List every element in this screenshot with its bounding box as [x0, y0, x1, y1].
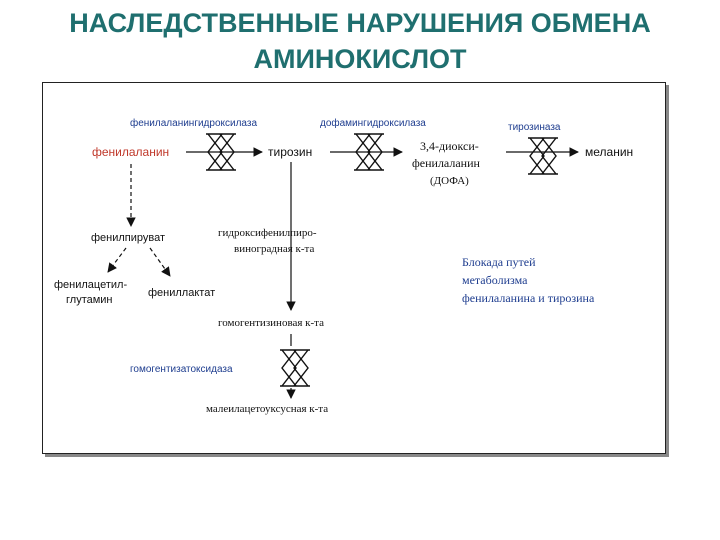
block-symbol-pah [206, 133, 236, 171]
compound-dopa-line1: 3,4-диокси- [420, 139, 479, 153]
compound-dopa-line3: (ДОФА) [430, 175, 469, 187]
note-line1: Блокада путей [462, 255, 536, 269]
diagram-frame [42, 82, 666, 454]
block-symbol-dopa-hydroxylase [354, 133, 384, 171]
compound-phenylalanine: фенилаланин [92, 145, 169, 159]
enzyme-label-hga-oxidase: гомогентизатоксидаза [130, 364, 233, 375]
compound-phenylacetylglutamine-line2: глутамин [66, 294, 113, 306]
page-title-line-2: АМИНОКИСЛОТ [253, 44, 467, 74]
compound-maleylacetoacetic: малеилацетоуксусная к-та [206, 403, 328, 415]
note-line2: метаболизма [462, 273, 528, 287]
block-symbol-hga-oxidase [280, 349, 310, 387]
enzyme-label-tyrosinase: тирозиназа [508, 122, 561, 133]
page-title-line-1: НАСЛЕДСТВЕННЫЕ НАРУШЕНИЯ ОБМЕНА [69, 8, 651, 38]
arrow-phenylpyruvate-to-phenyllactate [149, 247, 171, 277]
compound-phenylpyruvate: фенилпируват [91, 232, 165, 244]
compound-phenyllactate: фениллактат [148, 287, 215, 299]
compound-dopa-line2: фенилаланин [412, 156, 481, 170]
block-symbol-tyrosinase [528, 137, 558, 175]
compound-hppa-line1: гидроксифенилпиро- [218, 227, 317, 239]
arrow-phenylpyruvate-to-phenylacetylglutamine [107, 247, 127, 273]
enzyme-label-pah: фенилаланингидроксилаза [130, 117, 257, 129]
compound-melanin: меланин [585, 145, 633, 159]
compound-tyrosine: тирозин [268, 145, 312, 159]
enzyme-label-dopa-hydroxylase: дофамингидроксилаза [320, 117, 426, 129]
note-line3: фенилаланина и тирозина [462, 291, 595, 305]
compound-hppa-line2: виноградная к-та [234, 243, 314, 255]
compound-phenylacetylglutamine-line1: фенилацетил- [54, 279, 127, 291]
compound-homogentisic: гомогентизиновая к-та [218, 317, 324, 329]
